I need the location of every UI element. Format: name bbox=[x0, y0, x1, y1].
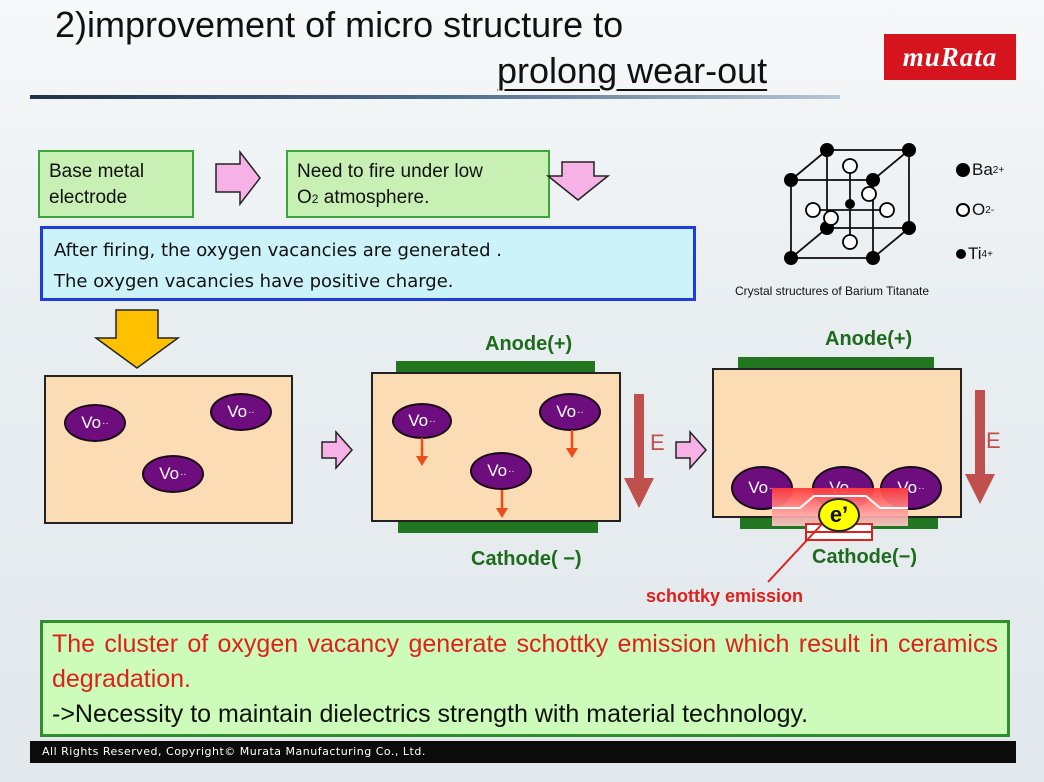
crystal-structure-diagram bbox=[784, 143, 916, 265]
electron-icon: e’ bbox=[818, 498, 860, 532]
copyright-footer: All Rights Reserved, Copyright© Murata M… bbox=[30, 741, 1016, 763]
schottky-pointer-line bbox=[767, 523, 823, 583]
title-line-2: prolong wear-out bbox=[497, 50, 768, 91]
vacancy: Vo·· bbox=[470, 452, 532, 490]
oxygen-vacancy-note-box: After firing, the oxygen vacancies are g… bbox=[40, 226, 696, 301]
vacancy: Vo·· bbox=[392, 403, 452, 439]
cathode-label-1: Cathode( −) bbox=[471, 548, 582, 570]
crystal-caption: Crystal structures of Barium Titanate bbox=[735, 284, 930, 298]
down-arrow-icon bbox=[545, 161, 611, 201]
anode-label-2: Anode(+) bbox=[825, 328, 913, 350]
legend-ti-charge: 4+ bbox=[981, 248, 993, 260]
box1-line1: Base metal bbox=[49, 161, 145, 182]
anode-label-1: Anode(+) bbox=[485, 333, 573, 355]
vacancy: Vo·· bbox=[142, 455, 204, 493]
anode-electrode-1 bbox=[396, 361, 595, 372]
field-label-1: E bbox=[650, 430, 665, 455]
murata-logo: muRata bbox=[884, 34, 1016, 80]
ti-ion-icon bbox=[956, 249, 966, 259]
box1-line2: electrode bbox=[49, 187, 128, 208]
box2-line2: O2 atmosphere. bbox=[297, 187, 430, 208]
vacancy: Vo·· bbox=[210, 393, 272, 431]
pink-right-arrow-icon bbox=[321, 430, 354, 470]
conclusion-box: The cluster of oxygen vacancy generate s… bbox=[40, 620, 1010, 737]
box3-line2: The oxygen vacancies have positive charg… bbox=[54, 271, 454, 292]
migration-arrows bbox=[416, 430, 578, 518]
o-ion-icon bbox=[956, 203, 970, 217]
field-arrow-1-icon bbox=[624, 394, 654, 508]
cathode-label-2: Cathode(−) bbox=[812, 546, 917, 568]
field-label-2: E bbox=[986, 428, 1001, 453]
legend-ti-ion: Ti bbox=[968, 244, 982, 263]
legend-o-ion: O bbox=[972, 200, 986, 219]
vacancy: Vo·· bbox=[64, 404, 126, 442]
base-metal-electrode-box: Base metal electrode bbox=[38, 150, 194, 218]
title-underline-rule bbox=[30, 95, 840, 99]
pink-right-arrow-2-icon bbox=[675, 430, 708, 470]
conclusion-line-2: ->Necessity to maintain dielectrics stre… bbox=[52, 700, 809, 728]
low-o2-firing-box: Need to fire under low O2 atmosphere. bbox=[286, 150, 550, 218]
schottky-emission-label: schottky emission bbox=[646, 586, 804, 606]
title-line-1: 2)improvement of micro structure to bbox=[55, 4, 624, 45]
box2-line1: Need to fire under low bbox=[297, 161, 483, 182]
conclusion-line-1: The cluster of oxygen vacancy generate s… bbox=[52, 630, 998, 693]
anode-electrode-2 bbox=[738, 357, 934, 368]
gold-down-arrow-icon bbox=[93, 309, 181, 369]
right-arrow-icon bbox=[215, 150, 261, 206]
vacancy: Vo·· bbox=[539, 393, 601, 431]
ba-ion-icon bbox=[956, 163, 970, 177]
legend-o-charge: 2- bbox=[985, 204, 995, 216]
field-arrow-2-icon bbox=[965, 390, 995, 504]
legend-ba-ion: Ba bbox=[972, 160, 993, 179]
legend-ba-charge: 2+ bbox=[992, 164, 1005, 176]
cathode-electrode-1 bbox=[398, 522, 598, 533]
box3-line1: After firing, the oxygen vacancies are g… bbox=[54, 240, 502, 261]
